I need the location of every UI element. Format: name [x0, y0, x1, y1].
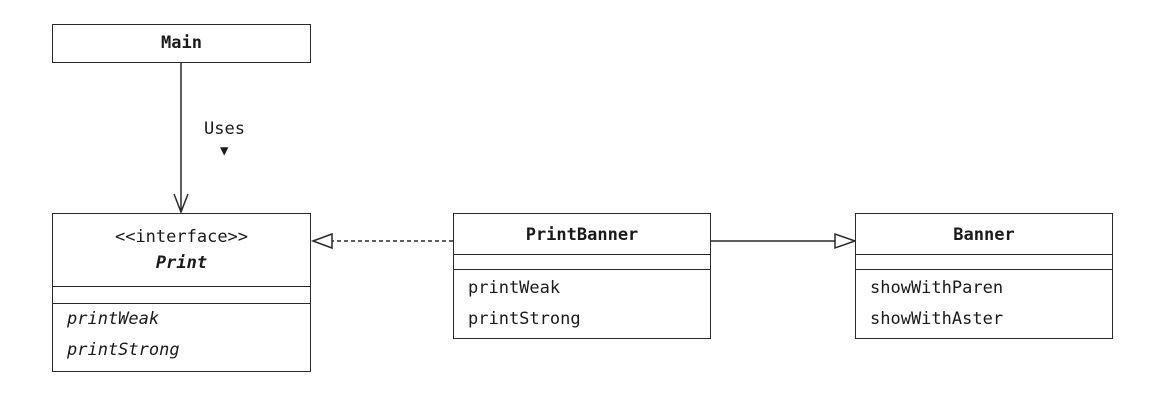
- uses-label: Uses: [204, 119, 245, 139]
- operation-item: printStrong: [468, 309, 581, 329]
- class-banner-name: Banner: [953, 225, 1015, 245]
- class-banner[interactable]: Banner showWithParen showWithAster: [855, 213, 1113, 339]
- interface-print-operations: printWeak printStrong: [53, 303, 310, 366]
- class-print-banner[interactable]: PrintBanner printWeak printStrong: [453, 213, 711, 339]
- operation-item: printWeak: [468, 278, 561, 298]
- realization-arrow: [310, 232, 453, 250]
- interface-print-attributes: [53, 286, 310, 303]
- operation-item: showWithAster: [870, 309, 1004, 329]
- operation-item: printWeak: [67, 309, 160, 329]
- generalization-arrow: [711, 232, 858, 250]
- interface-print-header: <<interface>> Print: [53, 214, 310, 286]
- class-banner-attributes: [856, 254, 1112, 269]
- uses-association: [173, 62, 189, 215]
- interface-print-name: Print: [155, 253, 208, 273]
- class-banner-operations: showWithParen showWithAster: [856, 269, 1112, 335]
- class-main-name: Main: [161, 33, 202, 53]
- interface-print[interactable]: <<interface>> Print printWeak printStron…: [52, 213, 311, 372]
- operation-item: showWithParen: [870, 278, 1004, 298]
- class-print-banner-name: PrintBanner: [525, 225, 639, 245]
- operation-item: printStrong: [67, 340, 180, 360]
- class-main[interactable]: Main: [52, 24, 311, 63]
- interface-stereotype: <<interface>>: [114, 227, 249, 247]
- class-print-banner-operations: printWeak printStrong: [454, 269, 710, 335]
- class-print-banner-attributes: [454, 254, 710, 269]
- uses-direction-icon: ▼: [220, 143, 229, 159]
